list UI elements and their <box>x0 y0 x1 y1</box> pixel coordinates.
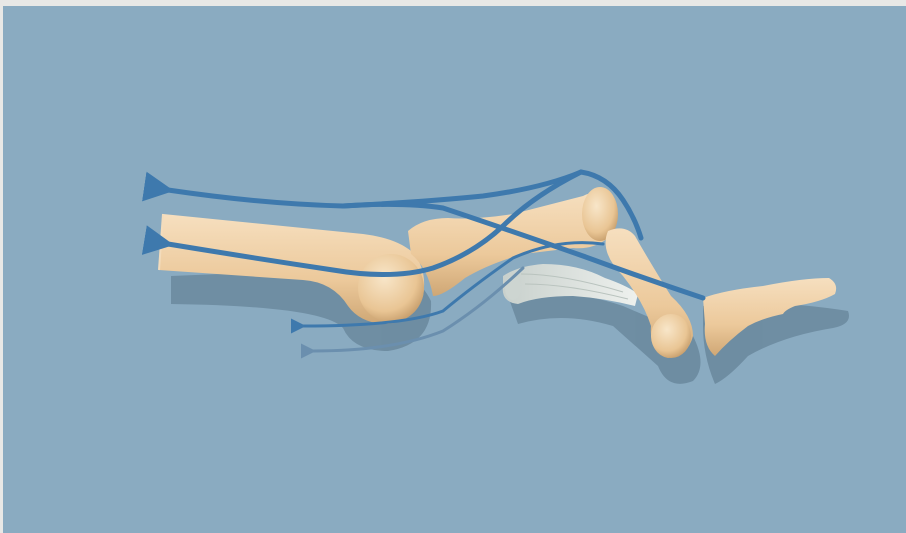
finger-anatomy-diagram <box>3 6 906 533</box>
metacarpal-head <box>358 254 424 322</box>
diagram-canvas <box>3 6 906 533</box>
middle-phalanx-head <box>651 314 691 358</box>
